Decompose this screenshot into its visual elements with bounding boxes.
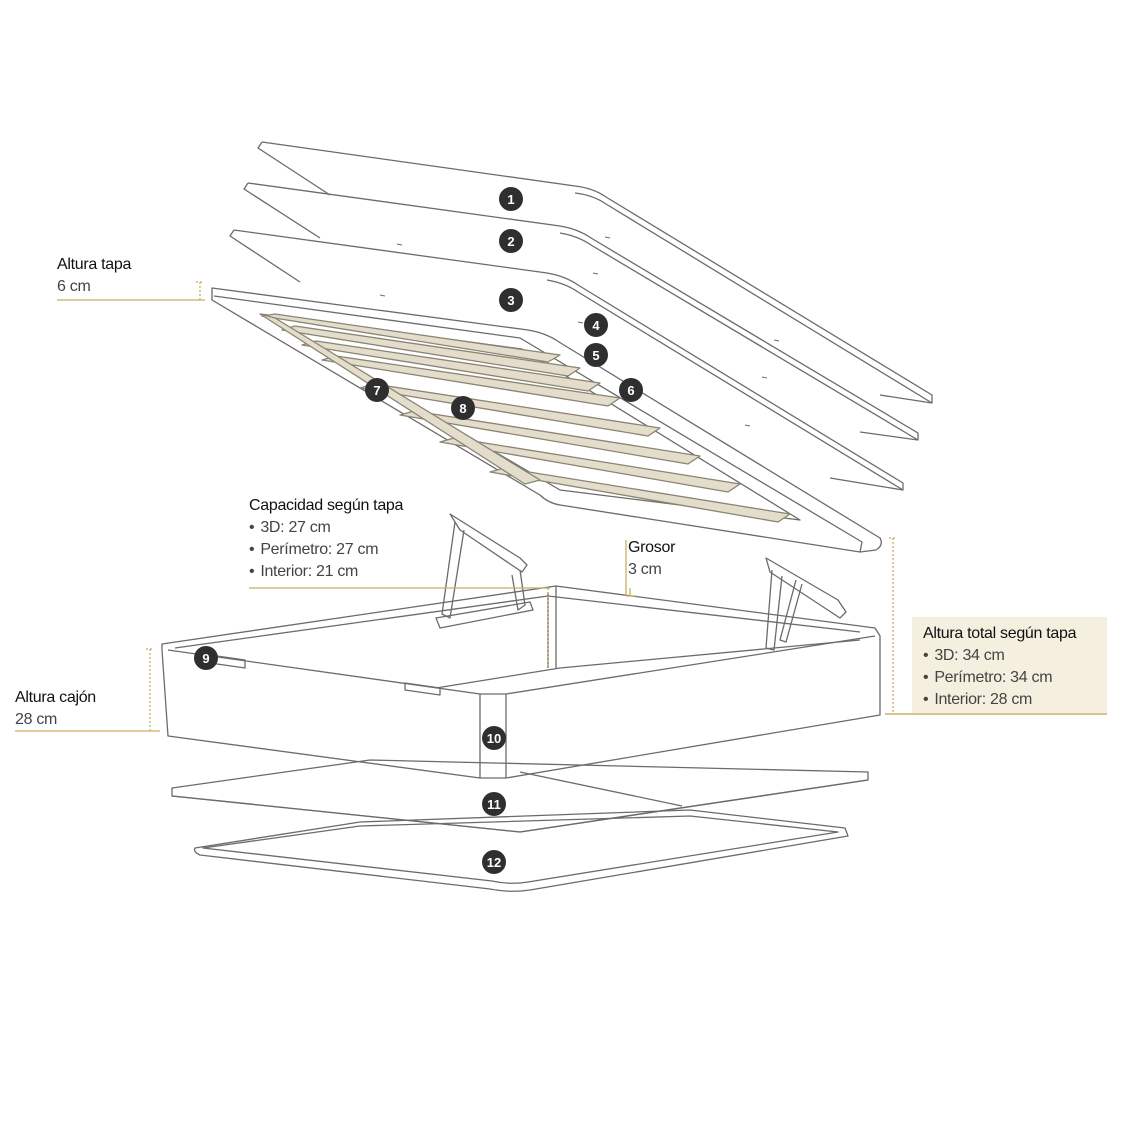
- storage-box: [161, 585, 881, 779]
- capacidad-title: Capacidad según tapa: [249, 497, 404, 514]
- badge-10: 10: [482, 726, 506, 750]
- badge-12: 12: [482, 850, 506, 874]
- bottom-frame: [193, 809, 849, 892]
- badge-3: 3: [499, 288, 523, 312]
- badge-4: 4: [584, 313, 608, 337]
- svg-text:12: 12: [487, 855, 501, 870]
- altura-total-item: 3D: 34 cm: [923, 645, 1107, 667]
- altura-total-item: Interior: 28 cm: [923, 689, 1107, 711]
- label-altura-tapa: Altura tapa 6 cm: [57, 254, 131, 298]
- label-altura-total: Altura total según tapa 3D: 34 cm Períme…: [912, 617, 1107, 713]
- svg-text:11: 11: [487, 797, 501, 812]
- svg-text:4: 4: [592, 318, 600, 333]
- layer-3-panel: [229, 229, 904, 491]
- slats: [259, 313, 791, 523]
- grosor-value: 3 cm: [628, 561, 662, 578]
- altura-cajon-value: 28 cm: [15, 711, 58, 728]
- layer-2-panel: [243, 182, 919, 441]
- capacidad-item: Interior: 21 cm: [249, 561, 403, 583]
- svg-text:9: 9: [202, 651, 209, 666]
- badge-1: 1: [499, 187, 523, 211]
- capacidad-item: 3D: 27 cm: [249, 517, 403, 539]
- badge-8: 8: [451, 396, 475, 420]
- svg-text:10: 10: [487, 731, 501, 746]
- label-capacidad: Capacidad según tapa 3D: 27 cm Perímetro…: [249, 495, 403, 583]
- badge-11: 11: [482, 792, 506, 816]
- svg-text:5: 5: [592, 348, 599, 363]
- svg-text:8: 8: [459, 401, 466, 416]
- grosor-title: Grosor: [628, 539, 676, 556]
- svg-text:6: 6: [627, 383, 634, 398]
- altura-total-title: Altura total según tapa: [923, 625, 1077, 642]
- label-altura-cajon: Altura cajón 28 cm: [15, 687, 96, 731]
- altura-tapa-title: Altura tapa: [57, 256, 132, 273]
- badge-7: 7: [365, 378, 389, 402]
- badge-9: 9: [194, 646, 218, 670]
- capacidad-item: Perímetro: 27 cm: [249, 539, 403, 561]
- badge-2: 2: [499, 229, 523, 253]
- badge-6: 6: [619, 378, 643, 402]
- hinge-right: [765, 557, 847, 651]
- altura-total-item: Perímetro: 34 cm: [923, 667, 1107, 689]
- label-grosor: Grosor 3 cm: [628, 537, 675, 581]
- capacidad-list: 3D: 27 cm Perímetro: 27 cm Interior: 21 …: [249, 517, 403, 583]
- badge-5: 5: [584, 343, 608, 367]
- svg-text:7: 7: [373, 383, 380, 398]
- layer-1-panel: [257, 141, 933, 404]
- badges: 1 2 3 4 5 6 7 8 9 10 11 12: [194, 187, 643, 874]
- altura-cajon-title: Altura cajón: [15, 689, 96, 706]
- altura-tapa-value: 6 cm: [57, 278, 91, 295]
- base-panel: [171, 759, 869, 833]
- altura-total-list: 3D: 34 cm Perímetro: 34 cm Interior: 28 …: [923, 645, 1107, 711]
- hinge-left: [435, 513, 534, 629]
- svg-text:2: 2: [507, 234, 514, 249]
- svg-text:3: 3: [507, 293, 514, 308]
- svg-text:1: 1: [507, 192, 514, 207]
